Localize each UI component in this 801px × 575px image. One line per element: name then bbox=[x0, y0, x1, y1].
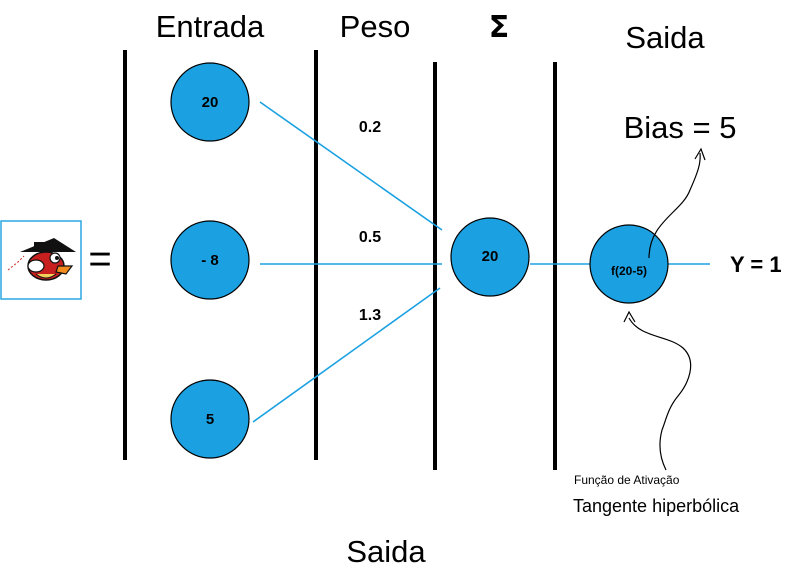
activation-node-label: f(20-5) bbox=[611, 264, 647, 278]
weight-3: 1.3 bbox=[359, 307, 381, 324]
activation-node: f(20-5) bbox=[589, 224, 669, 304]
header-entrada: Entrada bbox=[156, 9, 265, 44]
header-saida-bottom: Saida bbox=[346, 534, 426, 569]
bias-arrow-head-icon bbox=[694, 147, 706, 161]
input-node-2: - 8 bbox=[170, 220, 250, 300]
flappy-bird-icon bbox=[0, 220, 82, 300]
activation-connector bbox=[628, 317, 692, 471]
input-node-3: 5 bbox=[170, 379, 250, 459]
input-node-1-label: 20 bbox=[202, 94, 219, 111]
connections bbox=[252, 101, 710, 423]
bias-label: Bias = 5 bbox=[624, 110, 737, 145]
bias-connector bbox=[648, 152, 701, 259]
connection-input-3 bbox=[252, 287, 441, 423]
activation-arrow-head-icon bbox=[623, 310, 636, 323]
input-node-3-label: 5 bbox=[206, 411, 214, 428]
connection-input-1 bbox=[259, 101, 443, 231]
weight-1: 0.2 bbox=[359, 119, 381, 136]
output-label: Y = 1 bbox=[730, 252, 782, 277]
sum-node-label: 20 bbox=[482, 248, 499, 265]
activation-type: Tangente hiperbólica bbox=[573, 496, 740, 516]
input-node-1: 20 bbox=[170, 62, 250, 142]
activation-caption: Função de Ativação bbox=[574, 473, 680, 487]
header-sigma: Σ bbox=[489, 10, 510, 45]
sum-node: 20 bbox=[450, 217, 530, 297]
input-node-2-label: - 8 bbox=[201, 252, 219, 269]
equals-sign: = bbox=[88, 237, 111, 281]
weight-2: 0.5 bbox=[359, 229, 381, 246]
header-saida-top: Saida bbox=[625, 20, 705, 55]
header-peso: Peso bbox=[340, 9, 411, 44]
